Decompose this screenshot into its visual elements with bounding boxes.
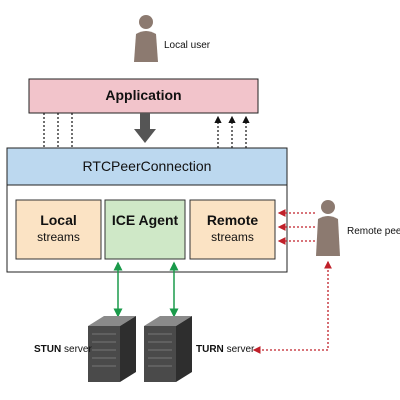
- stun-server-suffix: server: [64, 344, 92, 355]
- ice-server-arrows: [113, 261, 179, 318]
- turn-server-name: TURN: [196, 344, 224, 355]
- application-box: [28, 78, 259, 114]
- turn-server-suffix: server: [226, 344, 255, 355]
- local-streams-box: [15, 199, 102, 260]
- remote-peer-arrows: [252, 209, 332, 354]
- remote-peer-label: Remote peer: [347, 226, 400, 237]
- remote-streams-subtitle: streams: [211, 230, 254, 244]
- peerconnection-label: RTCPeerConnection: [82, 158, 212, 174]
- local-streams-title: Local: [40, 212, 77, 228]
- remote-streams-title: Remote: [206, 212, 259, 228]
- ice-agent-box: [104, 199, 186, 260]
- ice-agent-label: ICE Agent: [111, 212, 179, 228]
- local-user-icon: [134, 15, 158, 62]
- local-streams-subtitle: streams: [37, 230, 80, 244]
- remote-streams-box: [189, 199, 276, 260]
- remote-peer-icon: [316, 200, 340, 256]
- local-user-label: Local user: [164, 40, 211, 51]
- stun-server-label: STUN server: [34, 344, 92, 355]
- stun-server-icon: [88, 316, 136, 382]
- stun-server-name: STUN: [34, 344, 62, 355]
- turn-server-label: TURN server: [196, 344, 254, 355]
- peerconnection-header: [6, 147, 288, 186]
- turn-server-icon: [144, 316, 192, 382]
- application-label: Application: [105, 87, 182, 103]
- application-to-peerconnection-arrow: [134, 113, 156, 143]
